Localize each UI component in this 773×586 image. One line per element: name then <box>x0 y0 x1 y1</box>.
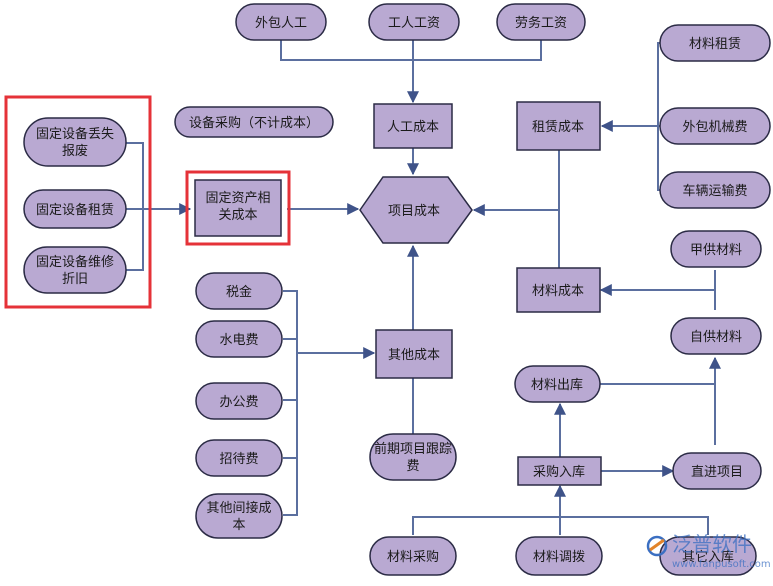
node-zhaodai <box>195 439 283 477</box>
label-cailiao-chengben: 材料成本 <box>532 284 584 299</box>
wrapped-labels: 固定设备丢失报废 固定设备维修折旧 固定资产相关成本 其他间接成本 前期项目跟踪… <box>36 126 452 533</box>
node-gongren-gongzi <box>368 3 460 41</box>
watermark-logo-swoosh-icon <box>649 538 665 552</box>
label-xiangmu-chengben: 项目成本 <box>388 204 440 219</box>
node-shebei-caigou <box>174 106 334 138</box>
label-bangong: 办公费 <box>219 395 258 410</box>
connector-left-bracket <box>126 142 144 271</box>
node-waibao-rengong <box>235 3 327 41</box>
node-qianqi-genzong <box>369 433 457 481</box>
label-qita-rukou: 其它入库 <box>682 549 734 565</box>
label-cailiao-diaobo: 材料调拨 <box>533 550 585 565</box>
label-gudingzichan: 固定资产相关成本 <box>205 191 270 223</box>
node-rengong-chengben <box>373 103 453 149</box>
label-cailiao-caigou: 材料采购 <box>387 549 439 565</box>
node-shuidian <box>195 320 283 358</box>
node-gudingshebei-weixiu <box>23 246 127 294</box>
node-waibao-jixie <box>659 107 771 145</box>
label-cheliang-yunshu: 车辆运输费 <box>682 183 747 199</box>
node-gudingzichan <box>194 179 282 237</box>
label-qita-chengben: 其他成本 <box>388 348 440 363</box>
label-jiagong-cailiao: 甲供材料 <box>690 243 742 258</box>
watermark-brand: 泛普软件 <box>672 532 752 556</box>
label-qita-jianjie: 其他间接成本 <box>206 500 271 533</box>
watermark-url: www.fanpusoft.com <box>672 559 771 570</box>
label-shebei-caigou: 设备采购（不计成本） <box>189 115 319 131</box>
node-zulin-chengben <box>516 101 601 151</box>
node-qita-chengben <box>375 329 453 379</box>
watermark: 泛普软件 www.fanpusoft.com <box>646 532 771 570</box>
label-gudingshebei-zulin: 固定设备租赁 <box>36 202 114 218</box>
node-cailiao-zulin <box>659 24 771 62</box>
node-qita-jianjie <box>195 493 283 539</box>
label-shuidian: 水电费 <box>219 333 258 348</box>
label-zulin-chengben: 租赁成本 <box>532 120 584 135</box>
label-cailiao-chuku: 材料出库 <box>531 377 583 393</box>
node-bangong <box>195 382 283 420</box>
label-cailiao-zulin: 材料租赁 <box>689 37 741 52</box>
watermark-logo-icon <box>646 535 668 557</box>
label-rengong-chengben: 人工成本 <box>387 120 439 135</box>
node-cailiao-caigou <box>369 536 457 576</box>
node-cailiao-chuku <box>514 365 601 403</box>
label-gongren-gongzi: 工人工资 <box>388 16 440 31</box>
label-waibao-jixie: 外包机械费 <box>682 120 747 135</box>
label-qianqi-genzong: 前期项目跟踪费 <box>374 441 452 474</box>
label-caigou-ruku: 采购入库 <box>533 464 585 480</box>
node-cailiao-chengben <box>516 267 601 313</box>
label-waibao-rengong: 外包人工 <box>255 16 307 31</box>
label-zigong-cailiao: 自供材料 <box>690 330 742 345</box>
node-gudingshebei-zulin <box>23 189 127 229</box>
highlight-frame-gudingzichan <box>185 170 291 246</box>
label-shuijin: 税金 <box>226 284 252 300</box>
node-labels: 外包人工 工人工资 劳务工资 人工成本 租赁成本 材料租赁 外包机械费 车辆运输… <box>36 15 748 565</box>
node-zhijin-xiangmu <box>672 452 762 490</box>
node-shuijin <box>195 272 283 310</box>
node-zigong-cailiao <box>670 317 762 355</box>
node-laowu-gongzi <box>496 3 586 41</box>
highlight-frame-left <box>4 95 152 309</box>
label-zhaodai: 招待费 <box>219 452 258 467</box>
node-jiagong-cailiao <box>670 230 762 268</box>
label-laowu-gongzi: 劳务工资 <box>515 15 567 31</box>
node-xiangmu-chengben <box>359 176 473 244</box>
label-zhijin-xiangmu: 直进项目 <box>691 465 743 480</box>
node-qita-rukou <box>659 536 757 576</box>
node-cailiao-diaobo <box>515 536 603 576</box>
node-gudingshebei-diushi <box>23 117 127 167</box>
label-gudingshebei-diushi: 固定设备丢失报废 <box>36 126 114 159</box>
node-cheliang-yunshu <box>659 171 771 209</box>
connector-other-bracket <box>283 290 298 516</box>
label-gudingshebei-weixiu: 固定设备维修折旧 <box>36 254 114 287</box>
connector-top-row <box>280 40 542 61</box>
node-caigou-ruku <box>517 456 602 486</box>
